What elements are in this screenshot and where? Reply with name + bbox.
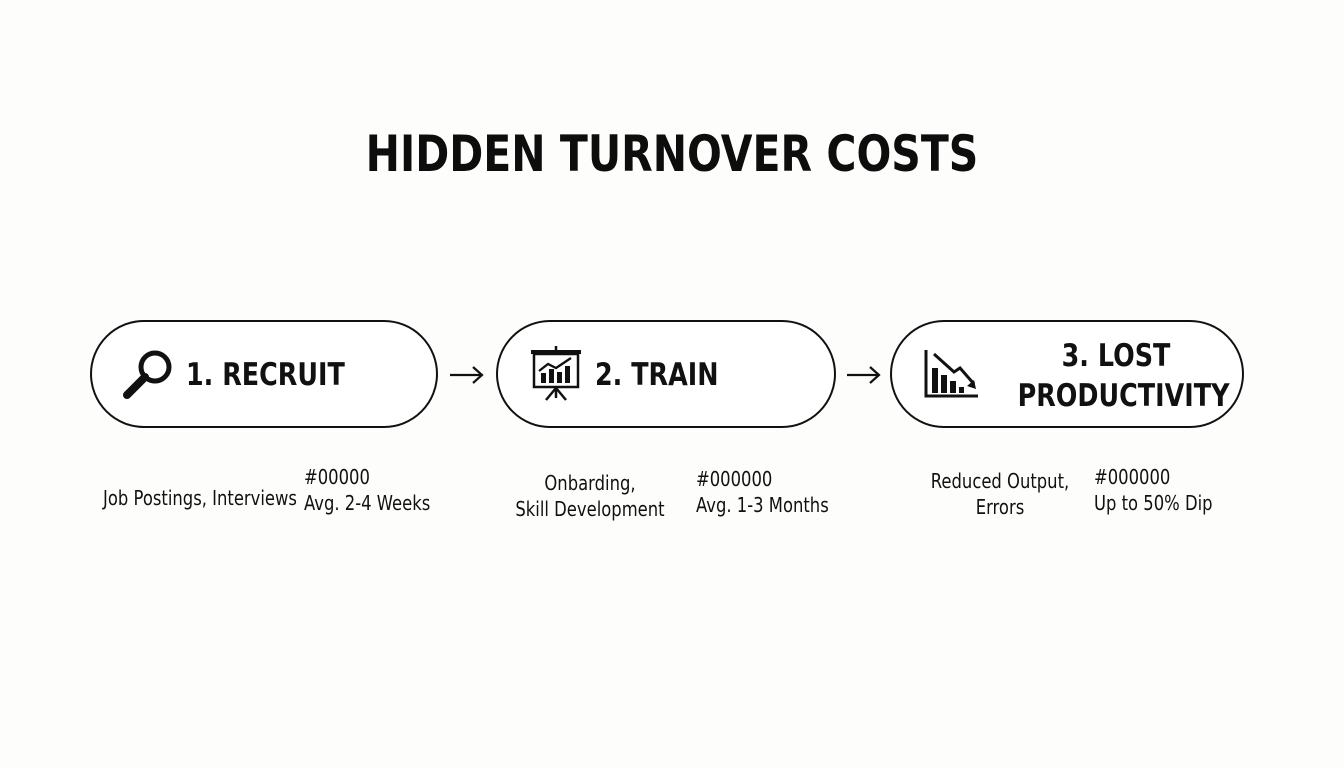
step-recruit: 1. RECRUIT (90, 320, 438, 428)
step-label: 3. LOST PRODUCTIVITY (1017, 336, 1230, 416)
stat-value: Avg. 2-4 Weeks (304, 491, 431, 515)
page-title: HIDDEN TURNOVER COSTS (365, 125, 979, 183)
arrow-right-icon (450, 366, 484, 384)
stat-value: Up to 50% Dip (1094, 491, 1213, 515)
step-train: 2. TRAIN (496, 320, 836, 428)
magnifying-glass-icon (123, 350, 172, 399)
presentation-board-icon (531, 346, 581, 401)
step-description: Reduced Output, Errors (926, 468, 1074, 520)
description-line: Onbarding, (544, 471, 636, 495)
stat-value: Avg. 1-3 Months (696, 493, 829, 517)
declining-chart-icon (924, 350, 978, 398)
step-lost-productivity: 3. LOST PRODUCTIVITY (890, 320, 1244, 428)
description-line: Reduced Output, (930, 469, 1070, 493)
stat-code: #000000 (696, 467, 773, 491)
step-label: 2. TRAIN (595, 357, 719, 393)
description-line: Errors (975, 495, 1025, 519)
arrow-right-icon (847, 366, 881, 384)
step-stat: #00000 Avg. 2-4 Weeks (304, 464, 430, 516)
stat-code: #00000 (304, 465, 370, 489)
stat-code: #000000 (1094, 465, 1171, 489)
step-description: Job Postings, Interviews (102, 485, 299, 511)
step-description: Onbarding, Skill Development (508, 470, 672, 522)
step-stat: #000000 Up to 50% Dip (1094, 464, 1213, 516)
step-label-line: PRODUCTIVITY (1017, 378, 1230, 414)
description-line: Job Postings, Interviews (103, 486, 297, 510)
step-stat: #000000 Avg. 1-3 Months (696, 466, 829, 518)
description-line: Skill Development (515, 497, 665, 521)
step-label-line: 3. LOST (1061, 338, 1171, 374)
step-label: 1. RECRUIT (186, 357, 345, 393)
